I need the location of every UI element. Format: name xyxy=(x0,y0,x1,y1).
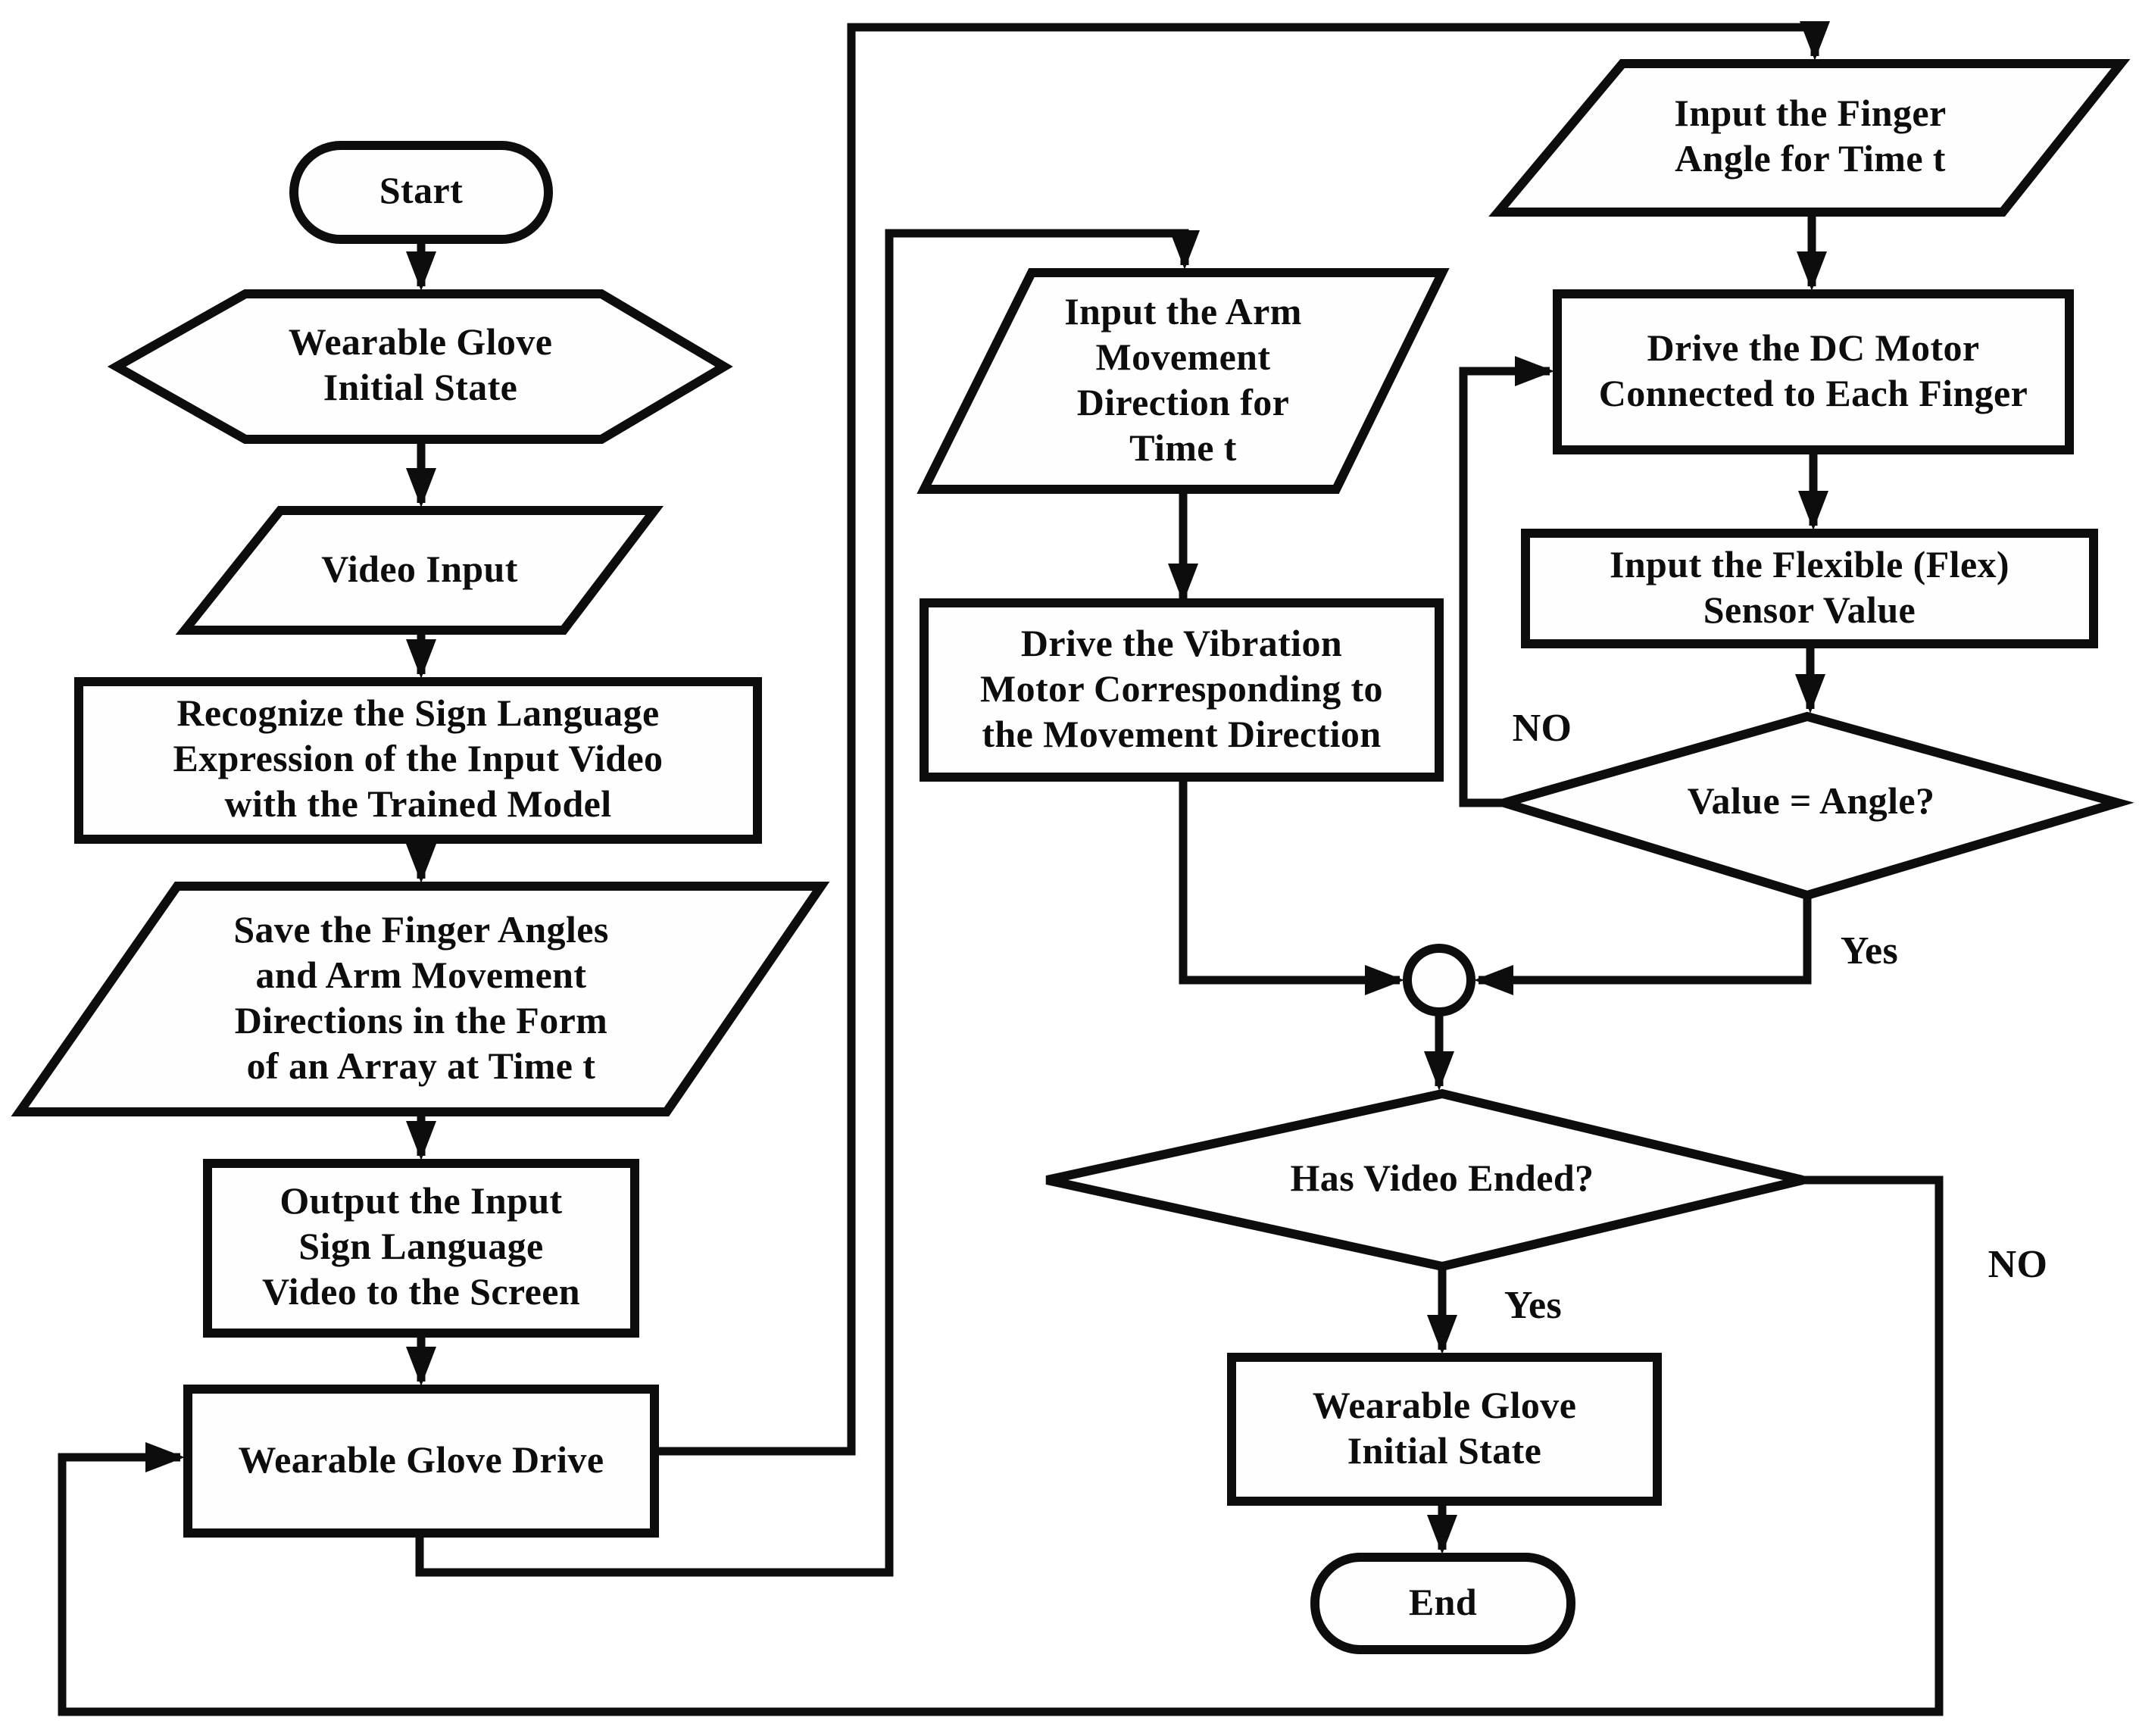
node-label-drive-vibration-motor: Drive the Vibration Motor Corresponding … xyxy=(980,623,1383,755)
node-label-drive-dc-motor: Drive the DC Motor Connected to Each Fin… xyxy=(1598,328,2028,414)
edge-label-value-angle-no: NO xyxy=(1512,706,1572,751)
end-terminator-shape xyxy=(1310,1553,1575,1654)
edge-label-value-angle-yes: Yes xyxy=(1840,929,1899,973)
save-finger-angles-parallelogram-shape xyxy=(11,882,830,1116)
output-video-shape xyxy=(203,1159,639,1338)
edge-vibration-motor-to-junction xyxy=(1179,777,1404,995)
drive-vibration-motor-shape xyxy=(920,598,1444,782)
node-label-video-input: Video Input xyxy=(321,549,518,590)
video-input-parallelogram-shape xyxy=(175,506,664,635)
node-label-recognize-sign-language: Recognize the Sign Language Expression o… xyxy=(173,694,664,826)
node-label-value-equals-angle: Value = Angle? xyxy=(1687,782,1935,823)
start-terminator-shape xyxy=(289,141,553,244)
value-equals-angle-diamond-shape xyxy=(1488,711,2134,901)
edge-label-has-video-ended-yes: Yes xyxy=(1504,1283,1563,1328)
input-arm-movement-parallelogram-shape xyxy=(916,268,1450,494)
junction-circle-shape xyxy=(1403,944,1475,1016)
glove-initial-state-rect-shape xyxy=(1227,1353,1662,1506)
node-label-input-finger-angle: Input the Finger Angle for Time t xyxy=(1674,94,1947,180)
node-label-wearable-glove-drive: Wearable Glove Drive xyxy=(238,1440,604,1481)
wearable-glove-drive-shape xyxy=(183,1385,659,1538)
node-label-output-video: Output the Input Sign Language Video to … xyxy=(261,1182,580,1313)
node-label-start: Start xyxy=(379,171,464,212)
node-label-input-arm-movement: Input the Arm Movement Direction for Tim… xyxy=(1064,292,1302,469)
input-flex-sensor-shape xyxy=(1521,529,2098,648)
has-video-ended-diamond-shape xyxy=(1045,1088,1804,1272)
recognize-sign-language-shape xyxy=(74,677,762,844)
edge-value-angle-yes-to-junction xyxy=(1474,895,1812,995)
node-label-glove-initial-state-rect: Wearable Glove Initial State xyxy=(1312,1385,1577,1472)
edge-label-has-video-ended-no: NO xyxy=(1988,1242,2048,1287)
input-finger-angle-parallelogram-shape xyxy=(1488,59,2131,217)
edge-glove-drive-to-input-arm-movement xyxy=(415,229,1200,1577)
node-label-glove-initial-state-hex: Wearable Glove Initial State xyxy=(288,323,553,409)
node-label-input-flex-sensor: Input the Flexible (Flex) Sensor Value xyxy=(1609,545,2009,631)
edge-glove-drive-to-input-finger-angle xyxy=(654,21,1830,1456)
edge-value-angle-no-loop xyxy=(1459,356,1554,807)
node-label-save-finger-angles: Save the Finger Angles and Arm Movement … xyxy=(233,910,609,1087)
glove-initial-state-hexagon-shape xyxy=(107,289,733,444)
drive-dc-motor-shape xyxy=(1553,289,2074,454)
node-label-end: End xyxy=(1408,1582,1478,1623)
node-label-has-video-ended: Has Video Ended? xyxy=(1290,1159,1594,1200)
edge-has-video-ended-no-loop xyxy=(58,1176,1944,1716)
